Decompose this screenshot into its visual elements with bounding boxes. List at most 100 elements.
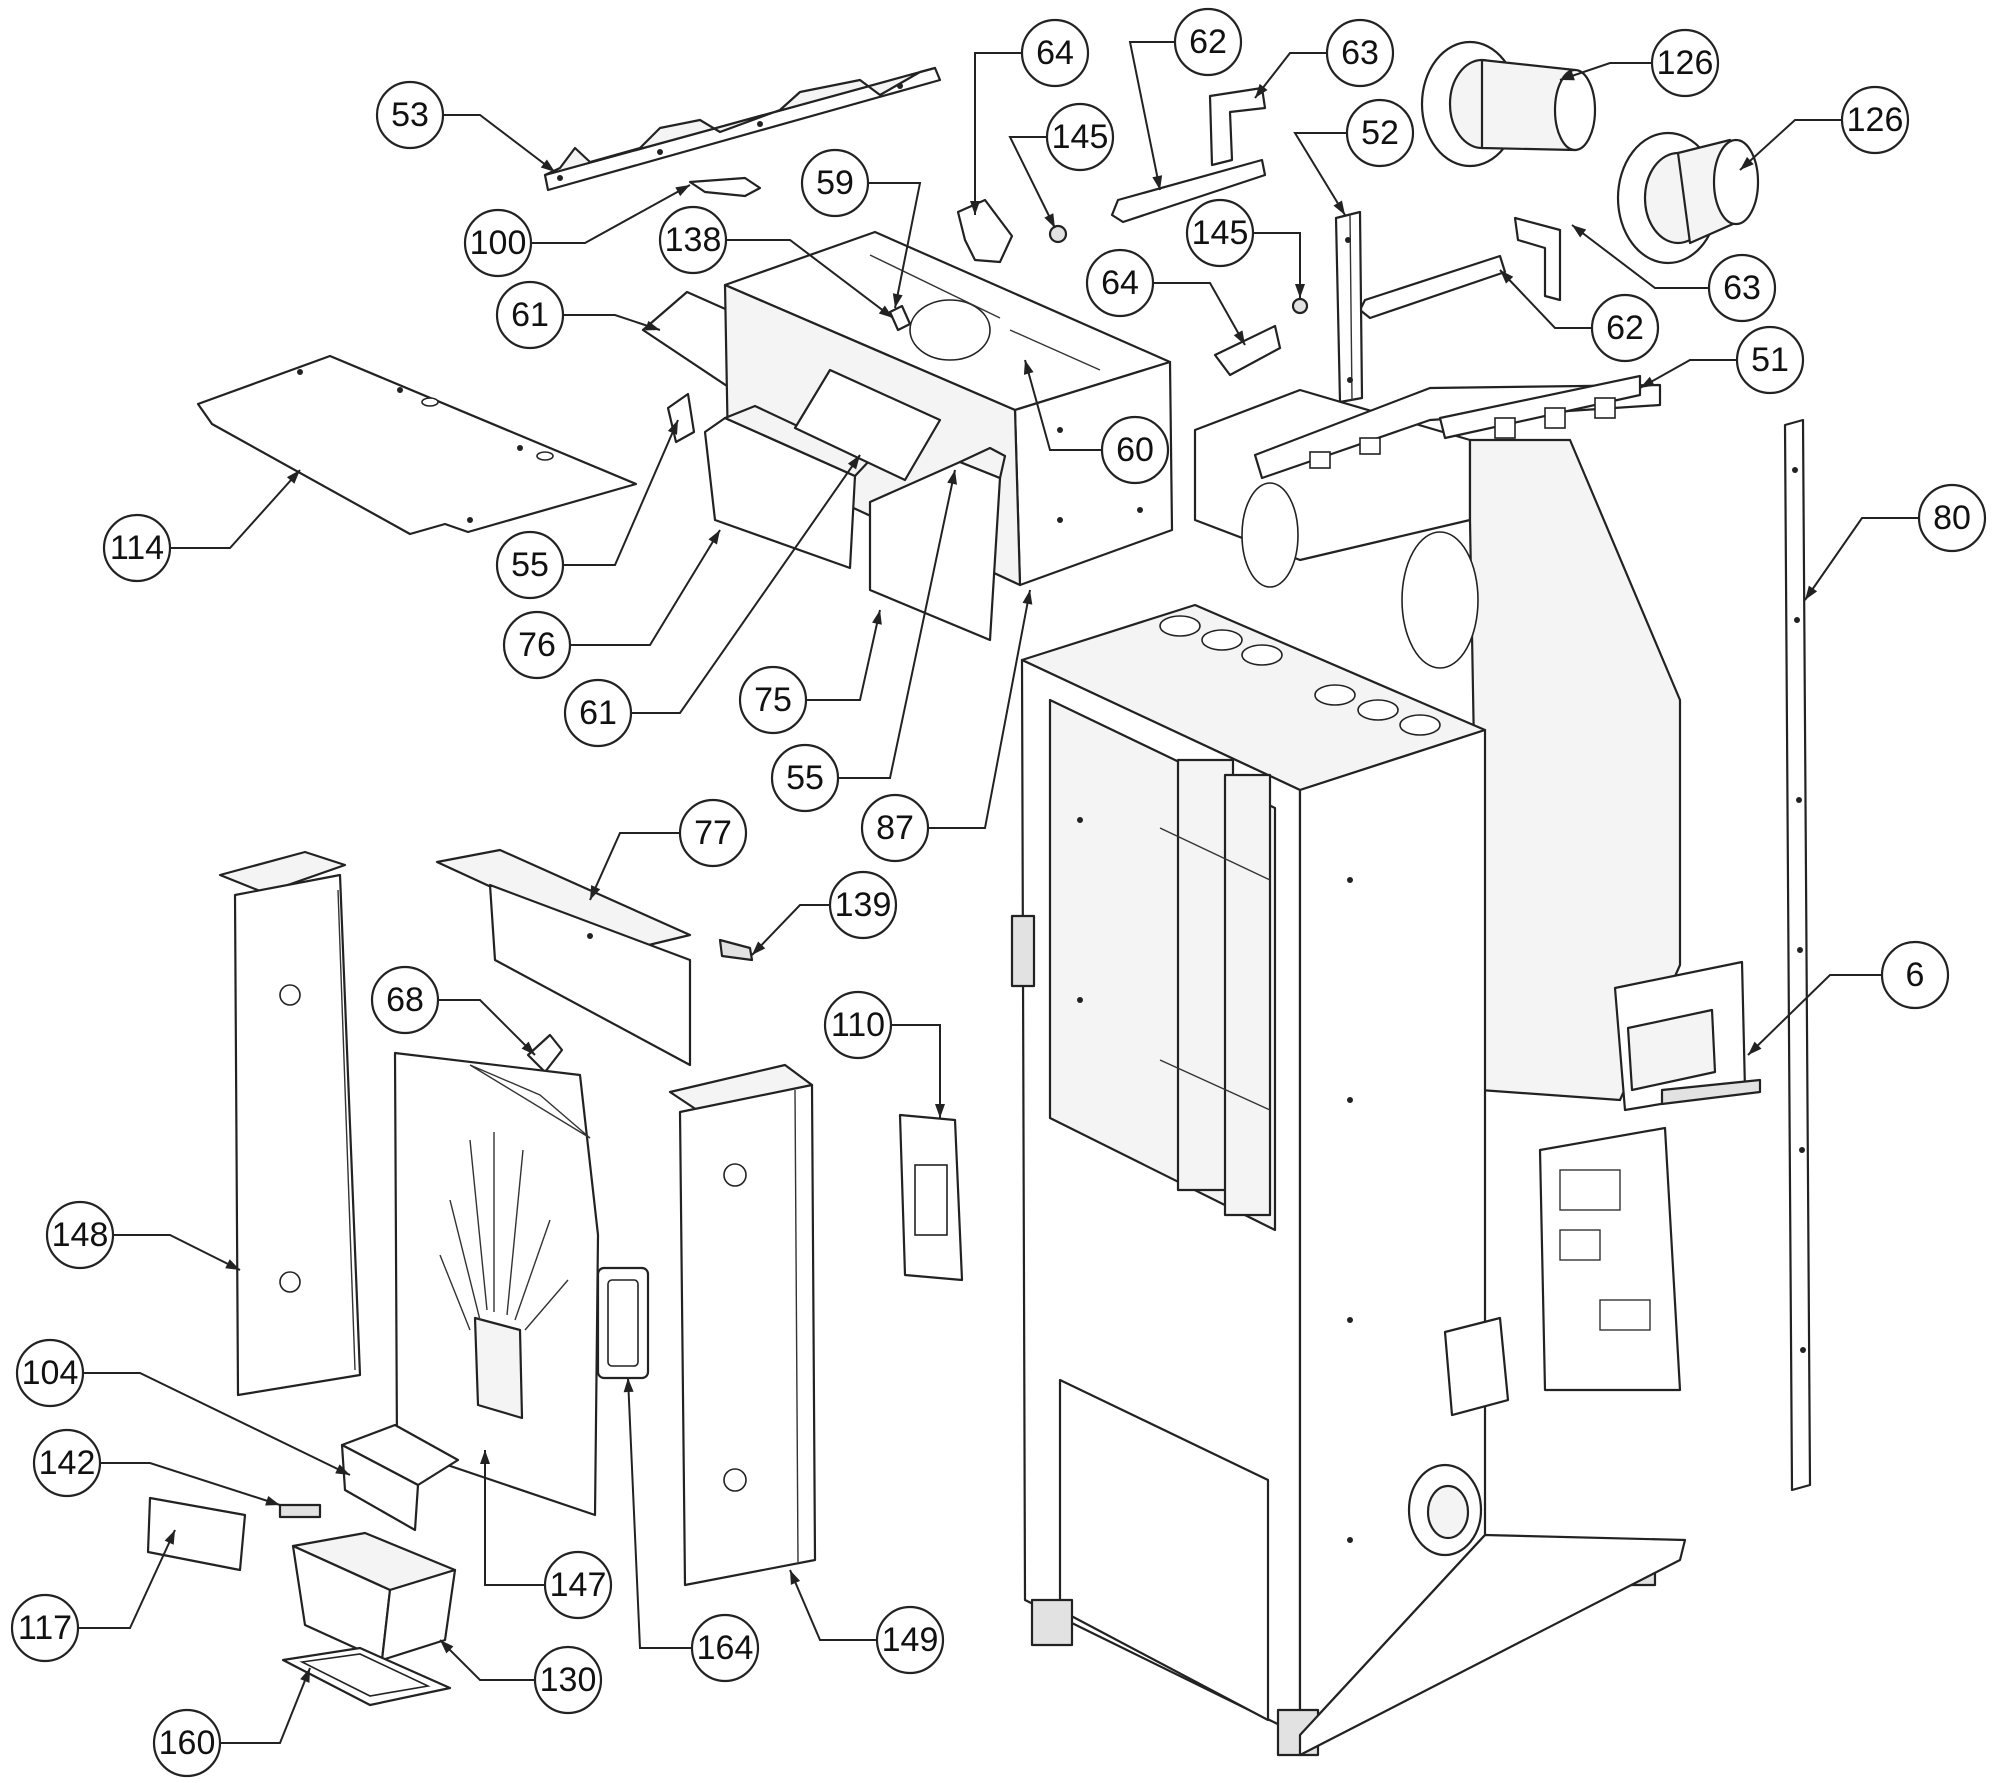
- part-164-gasket: [596, 1266, 650, 1380]
- leader-line-138: [726, 239, 894, 319]
- part-76-box-section: [703, 404, 872, 570]
- leader-arrow-147: [480, 1450, 490, 1464]
- leader-arrow-55: [667, 420, 678, 435]
- callout-87: 87: [860, 793, 930, 863]
- callout-62-a: 62: [1173, 7, 1243, 77]
- callout-145-b: 145: [1185, 198, 1255, 268]
- callout-61-lower: 61: [563, 678, 633, 748]
- leader-arrow-138: [878, 305, 893, 318]
- part-126-pipe-a: [1420, 40, 1597, 168]
- leader-arrow-80: [1805, 585, 1818, 600]
- svg-text:149: 149: [882, 1621, 939, 1659]
- callout-147: 147: [543, 1550, 613, 1620]
- leader-line-76: [570, 529, 721, 646]
- leader-line-148: [113, 1234, 241, 1271]
- svg-text:62: 62: [1606, 309, 1644, 347]
- leader-arrow-64: [970, 201, 980, 215]
- part-130-brazier: [291, 1531, 457, 1662]
- callout-52: 52: [1345, 98, 1415, 168]
- part-148-left-side-panel: [218, 850, 362, 1397]
- callout-110: 110: [823, 990, 893, 1060]
- svg-text:87: 87: [876, 809, 914, 847]
- callout-53: 53: [375, 80, 445, 150]
- svg-text:6: 6: [1906, 956, 1925, 994]
- svg-text:110: 110: [831, 1006, 885, 1044]
- callout-117: 117: [10, 1593, 80, 1663]
- leader-arrow-148: [225, 1259, 240, 1270]
- svg-text:164: 164: [697, 1629, 754, 1667]
- leader-arrow-60: [1023, 360, 1034, 375]
- leader-arrow-59: [892, 293, 903, 308]
- leader-arrow-61: [645, 320, 660, 331]
- part-63-bracket-a: [1208, 86, 1267, 167]
- part-64-bracket-b: [1213, 324, 1282, 377]
- leader-arrow-75: [872, 610, 882, 625]
- callout-76: 76: [502, 610, 572, 680]
- leader-arrow-145: [1295, 284, 1305, 298]
- part-63-bracket-b: [1513, 216, 1562, 302]
- leader-arrow-62: [1500, 270, 1514, 284]
- part-139-screw: [718, 938, 754, 962]
- callout-63-a: 63: [1325, 18, 1395, 88]
- callout-114: 114: [102, 513, 172, 583]
- leader-line-55: [563, 419, 679, 566]
- callout-149: 149: [875, 1605, 945, 1675]
- svg-text:76: 76: [518, 626, 556, 664]
- svg-text:126: 126: [1847, 101, 1904, 139]
- part-62-rod-a: [1110, 158, 1267, 224]
- leader-arrow-61: [847, 455, 860, 470]
- callout-64-b: 64: [1085, 248, 1155, 318]
- part-52-vertical-rail: [1334, 210, 1364, 404]
- callout-51: 51: [1735, 325, 1805, 395]
- leader-line-63: [1571, 224, 1709, 289]
- leader-arrow-63: [1255, 83, 1268, 98]
- leader-lines: [78, 41, 1919, 1744]
- leader-line-53: [443, 114, 556, 173]
- part-149-right-side-panel: [668, 1063, 817, 1587]
- leader-line-126: [1559, 62, 1652, 81]
- leader-arrow-100: [675, 185, 690, 197]
- callout-100: 100: [463, 208, 533, 278]
- leader-line-59: [868, 182, 922, 309]
- leader-arrow-130: [440, 1640, 454, 1654]
- leader-arrow-68: [521, 1041, 535, 1055]
- part-117-handle: [146, 1496, 247, 1572]
- svg-text:139: 139: [835, 886, 892, 924]
- leader-arrow-104: [335, 1464, 350, 1475]
- callout-145-a: 145: [1045, 102, 1115, 172]
- leader-arrow-6: [1748, 1041, 1762, 1055]
- callout-55-b: 55: [770, 743, 840, 813]
- part-61-baffle-lower: [793, 368, 942, 482]
- svg-text:160: 160: [159, 1724, 216, 1762]
- leader-line-60: [1024, 359, 1102, 451]
- part-combustion-chamber: [1193, 388, 1682, 1102]
- part-6-burner-unit: [1613, 960, 1762, 1112]
- svg-text:75: 75: [754, 681, 792, 719]
- leader-line-64: [1153, 282, 1246, 346]
- svg-text:64: 64: [1036, 34, 1074, 72]
- callout-68: 68: [370, 965, 440, 1035]
- part-142-bolt: [278, 1503, 322, 1519]
- svg-text:148: 148: [52, 1216, 109, 1254]
- leader-arrow-126: [1560, 70, 1575, 81]
- leader-line-77: [589, 832, 680, 901]
- leader-line-142: [100, 1462, 281, 1506]
- svg-text:126: 126: [1657, 44, 1714, 82]
- leader-line-104: [83, 1372, 351, 1476]
- svg-text:52: 52: [1361, 114, 1399, 152]
- svg-text:138: 138: [665, 221, 722, 259]
- callout-142: 142: [32, 1428, 102, 1498]
- callout-139: 139: [828, 870, 898, 940]
- leader-line-75: [806, 609, 881, 701]
- part-160-gasket-ring: [281, 1646, 452, 1707]
- part-electronic-board: [1538, 1126, 1682, 1392]
- svg-text:145: 145: [1052, 118, 1109, 156]
- leader-arrow-110: [935, 1104, 945, 1118]
- leader-arrow-139: [752, 941, 766, 955]
- part-base-fan: [1298, 1463, 1687, 1757]
- svg-text:145: 145: [1192, 214, 1249, 252]
- callout-75: 75: [738, 665, 808, 735]
- leader-arrow-62: [1152, 175, 1163, 190]
- svg-text:63: 63: [1723, 269, 1761, 307]
- callout-6: 6: [1880, 940, 1950, 1010]
